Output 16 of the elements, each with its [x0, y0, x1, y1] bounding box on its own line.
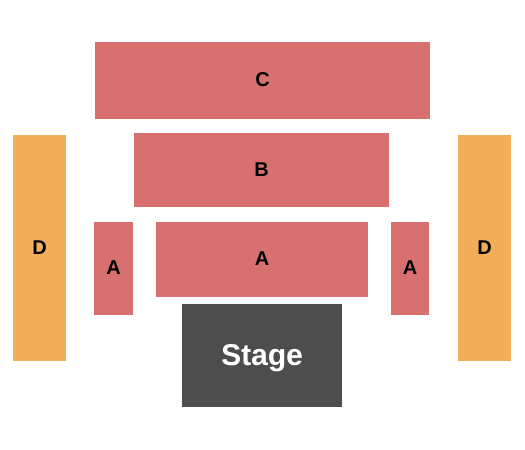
section-label: A [106, 257, 121, 280]
section-label: A [254, 248, 270, 271]
seating-section [94, 222, 133, 315]
section-label: C [255, 69, 270, 92]
section-label: A [402, 257, 418, 280]
section-label: D [32, 236, 47, 260]
seating-section [13, 135, 66, 361]
stage-block [182, 304, 342, 407]
seating-section [134, 133, 389, 207]
seating-section [156, 222, 368, 297]
seating-section [95, 42, 430, 119]
section-label: Stage [221, 338, 303, 372]
section-label: B [254, 158, 269, 182]
seating-section [458, 135, 511, 361]
seating-section [391, 222, 429, 315]
section-label: D [477, 236, 492, 260]
